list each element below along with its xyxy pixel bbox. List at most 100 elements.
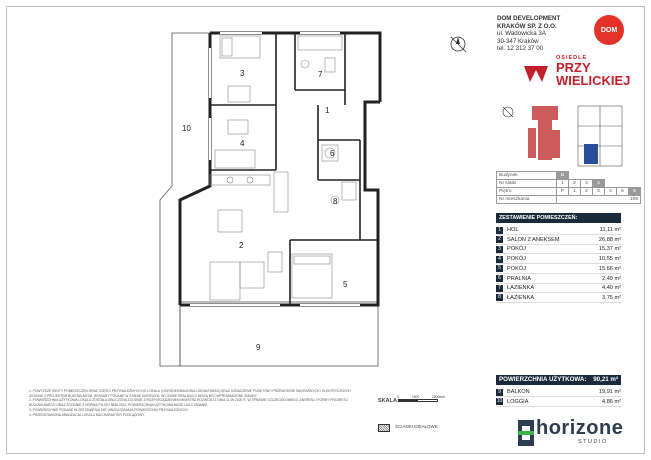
room-name: SALON Z ANEKSEM <box>507 236 560 243</box>
room-row: 7 ŁAZIENKA 4,40 m² <box>496 284 621 294</box>
extra-row: 10 LOGGIA 4,86 m² <box>496 398 621 407</box>
estate-name-1: PRZY <box>556 60 591 75</box>
info-label: Piętro <box>496 187 557 196</box>
company-name-2: KRAKÓW SP. Z O.O. <box>497 22 557 30</box>
extra-name: BALKON <box>507 389 530 395</box>
info-cell: 1 <box>568 187 581 196</box>
room-row: 4 POKÓJ 10,55 m² <box>496 255 621 265</box>
room-name: PRALNIA <box>507 275 531 282</box>
extra-number: 10 <box>496 398 503 406</box>
info-label: Nr mieszkania <box>496 195 557 204</box>
room-area: 15,66 m² <box>598 265 621 272</box>
room-name: ŁAZIENKA <box>507 294 535 301</box>
company-city: 30-347 Kraków <box>497 37 539 45</box>
info-cell: 2 <box>568 179 581 188</box>
plan-label-1: 1 <box>325 106 330 115</box>
scale-bar <box>398 399 438 402</box>
plan-label-3: 3 <box>240 69 245 78</box>
room-number: 1 <box>496 226 503 234</box>
room-area: 15,37 m² <box>598 246 621 253</box>
room-number: 7 <box>496 284 503 292</box>
plan-label-8: 8 <box>333 197 338 206</box>
note-item: 2. POWIERZCHNIA UŻYTKOWA LOKALU ZOSTAŁA … <box>29 398 348 408</box>
info-cell: P <box>556 187 569 196</box>
usable-area-label: POWIERZCHNIA UŻYTKOWA: <box>499 376 587 383</box>
extra-area: 19,91 m² <box>598 389 621 395</box>
loggia-outline <box>159 32 211 367</box>
room-number: 2 <box>496 236 503 244</box>
extra-row: 9 BALKON 19,91 m² <box>496 388 621 397</box>
room-number: 6 <box>496 275 503 282</box>
note-item: 1. POWYŻSZE RZUTY POMIESZCZEŃ ORAZ CZĘŚC… <box>29 389 351 398</box>
room-name: POKÓJ <box>507 265 526 272</box>
info-cell: 106 <box>556 195 641 204</box>
info-cell: 4 <box>604 187 617 196</box>
room-name: ŁAZIENKA <box>507 285 535 292</box>
balcony-outline <box>179 301 379 367</box>
info-row-staircase: Nr klatki 1 2 3 4 <box>496 179 641 188</box>
plan-label-6: 6 <box>330 149 335 158</box>
info-label: Nr klatki <box>496 179 557 188</box>
usable-area: POWIERZCHNIA UŻYTKOWA: 90,21 m² <box>496 375 621 385</box>
extra-area: 4,86 m² <box>602 398 621 405</box>
room-area: 2,49 m² <box>602 275 621 282</box>
info-cell: 3 <box>592 187 605 196</box>
scale-mark: 2000mm <box>432 395 445 399</box>
room-number: 5 <box>496 265 503 273</box>
info-cell: 1 <box>556 179 569 188</box>
note-item: 4. PRZEDSTAWIONA ARANŻACJA LOKALU MA CHA… <box>29 412 145 417</box>
compass-small-icon <box>502 106 514 118</box>
room-number: 4 <box>496 255 503 263</box>
company-phone: tel. 12 312 37 00 <box>497 45 544 53</box>
room-row: 5 POKÓJ 15,66 m² <box>496 265 621 274</box>
usable-area-value: 90,21 m² <box>593 376 618 383</box>
plan-label-7: 7 <box>318 70 323 79</box>
company-info: DOM DEVELOPMENT KRAKÓW SP. Z O.O. ul. Wa… <box>497 15 560 53</box>
plan-label-10: 10 <box>182 124 191 133</box>
info-cell: 4 <box>592 179 605 188</box>
page-frame <box>6 6 645 454</box>
room-area: 26,88 m² <box>598 236 621 243</box>
scale-mark: 1000 <box>412 395 420 399</box>
scale-mark: 0 <box>397 395 399 399</box>
info-row-unit: Nr mieszkania 106 <box>496 195 641 204</box>
estate-logo: OSIEDLE PRZY WIELICKIEJ <box>520 55 640 99</box>
estate-logo-icon <box>524 66 548 82</box>
furniture <box>209 35 357 301</box>
info-cell: 3 <box>580 179 593 188</box>
room-number: 8 <box>496 294 503 302</box>
estate-small-text: OSIEDLE <box>556 55 588 61</box>
key-plan-highlight <box>584 144 598 164</box>
room-name: POKÓJ <box>507 256 526 263</box>
unit-info-table: Budynek B Nr klatki 1 2 3 4 Piętro P 1 2… <box>496 171 641 204</box>
info-row-floor: Piętro P 1 2 3 4 5 6 <box>496 187 641 196</box>
inner-walls <box>210 33 378 305</box>
extra-name: LOGGIA <box>507 398 529 405</box>
key-plan-building <box>528 106 560 160</box>
info-label: Budynek <box>496 171 557 180</box>
room-row: 6 PRALNIA 2,49 m² <box>496 275 621 284</box>
info-cell: B <box>556 171 569 180</box>
room-area: 3,75 m² <box>602 294 621 301</box>
room-name: HOL <box>507 227 519 233</box>
room-area: 10,55 m² <box>598 256 621 263</box>
room-number: 3 <box>496 245 503 253</box>
windows <box>190 32 360 306</box>
room-name: POKÓJ <box>507 246 526 253</box>
extra-number: 9 <box>496 388 503 396</box>
company-street: ul. Wadowicka 3A <box>497 30 546 38</box>
note-item: 3. POWIERZCHNIE PODANE W ZESTAWIENIU NIE… <box>29 407 189 412</box>
north-arrow-icon <box>450 36 467 53</box>
room-row: 8 ŁAZIENKA 3,75 m² <box>496 294 621 303</box>
dom-logo: DOM <box>594 15 624 45</box>
notes: 1. POWYŻSZE RZUTY POMIESZCZEŃ ORAZ CZĘŚC… <box>29 389 359 417</box>
horizone-word: horizone <box>536 417 624 439</box>
horizone-logo: horizone STUDIO <box>516 417 626 449</box>
company-name-1: DOM DEVELOPMENT <box>497 15 561 22</box>
info-cell: 2 <box>580 187 593 196</box>
plan-label-5: 5 <box>343 280 348 289</box>
room-area: 4,40 m² <box>602 285 621 292</box>
key-plan-floor <box>577 105 623 167</box>
